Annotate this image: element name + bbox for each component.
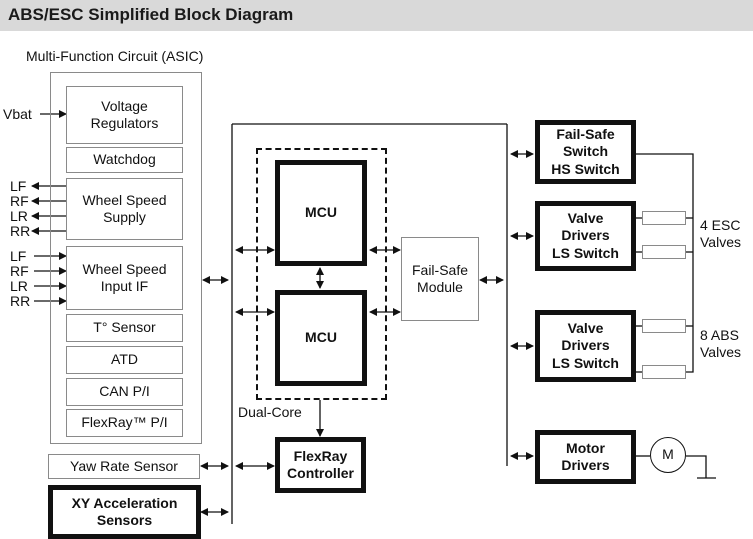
- abs-valve-solenoid: [642, 319, 686, 333]
- title-bar: ABS/ESC Simplified Block Diagram: [0, 0, 753, 31]
- xy-acceleration-sensors-block: XY Acceleration Sensors: [48, 485, 201, 539]
- supply-out-label: LR: [10, 208, 28, 224]
- mcu-top-block: MCU: [275, 160, 367, 266]
- mcu-bottom-text: MCU: [305, 329, 337, 346]
- valve-drivers-abs-block: Valve Drivers LS Switch: [535, 310, 636, 382]
- valve-drivers-esc-text: Valve Drivers LS Switch: [552, 209, 619, 261]
- can-pi-text: CAN P/I: [99, 383, 150, 400]
- abs-valve-solenoid: [642, 365, 686, 379]
- vbat-label: Vbat: [3, 106, 32, 122]
- failsafe-module-block: Fail-Safe Module: [401, 237, 479, 321]
- wheel-speed-input-block: Wheel Speed Input IF: [66, 246, 183, 310]
- dual-core-label: Dual-Core: [238, 404, 302, 420]
- input-signal-label: LR: [10, 278, 28, 294]
- abs-valves-label: 8 ABS Valves: [700, 327, 741, 360]
- atd-block: ATD: [66, 346, 183, 374]
- esc-valve-solenoid: [642, 245, 686, 259]
- supply-out-label: RR: [10, 223, 31, 239]
- failsafe-switch-text: Fail-Safe Switch HS Switch: [551, 125, 620, 177]
- motor-icon: M: [650, 437, 686, 473]
- wheel-speed-supply-block: Wheel Speed Supply: [66, 178, 183, 240]
- motor-drivers-text: Motor Drivers: [561, 439, 610, 474]
- flexray-pi-text: FlexRay™ P/I: [81, 414, 168, 431]
- yaw-rate-sensor-block: Yaw Rate Sensor: [48, 454, 200, 479]
- wheel-speed-input-text: Wheel Speed Input IF: [82, 260, 167, 295]
- supply-out-label: RF: [10, 193, 29, 209]
- motor-drivers-block: Motor Drivers: [535, 430, 636, 484]
- temperature-sensor-text: T° Sensor: [93, 319, 156, 336]
- watchdog-block: Watchdog: [66, 147, 183, 173]
- voltage-regulators-text: Voltage Regulators: [90, 97, 159, 132]
- input-signal-label: LF: [10, 248, 27, 264]
- failsafe-switch-block: Fail-Safe Switch HS Switch: [535, 120, 636, 184]
- can-pi-block: CAN P/I: [66, 378, 183, 406]
- asic-label: Multi-Function Circuit (ASIC): [26, 48, 204, 64]
- supply-out-label: LF: [10, 178, 27, 194]
- mcu-top-text: MCU: [305, 204, 337, 221]
- flexray-pi-block: FlexRay™ P/I: [66, 409, 183, 437]
- wheel-speed-supply-text: Wheel Speed Supply: [82, 191, 167, 226]
- asic-outline: [50, 72, 202, 444]
- input-signal-label: RR: [10, 293, 31, 309]
- input-signal-label: RF: [10, 263, 29, 279]
- valve-drivers-esc-block: Valve Drivers LS Switch: [535, 201, 636, 271]
- xy-acceleration-sensors-text: XY Acceleration Sensors: [71, 494, 178, 529]
- flexray-controller-block: FlexRay Controller: [275, 437, 366, 493]
- atd-text: ATD: [111, 351, 138, 368]
- failsafe-module-text: Fail-Safe Module: [411, 261, 469, 296]
- valve-drivers-abs-text: Valve Drivers LS Switch: [552, 319, 619, 371]
- voltage-regulators-block: Voltage Regulators: [66, 86, 183, 144]
- yaw-rate-sensor-text: Yaw Rate Sensor: [70, 457, 178, 474]
- mcu-bottom-block: MCU: [275, 290, 367, 386]
- motor-symbol-text: M: [662, 446, 674, 463]
- watchdog-text: Watchdog: [93, 151, 156, 168]
- dual-core-outline: [256, 148, 387, 400]
- temperature-sensor-block: T° Sensor: [66, 314, 183, 342]
- esc-valve-solenoid: [642, 211, 686, 225]
- flexray-controller-text: FlexRay Controller: [287, 447, 354, 482]
- esc-valves-label: 4 ESC Valves: [700, 217, 741, 250]
- diagram-title: ABS/ESC Simplified Block Diagram: [8, 5, 294, 24]
